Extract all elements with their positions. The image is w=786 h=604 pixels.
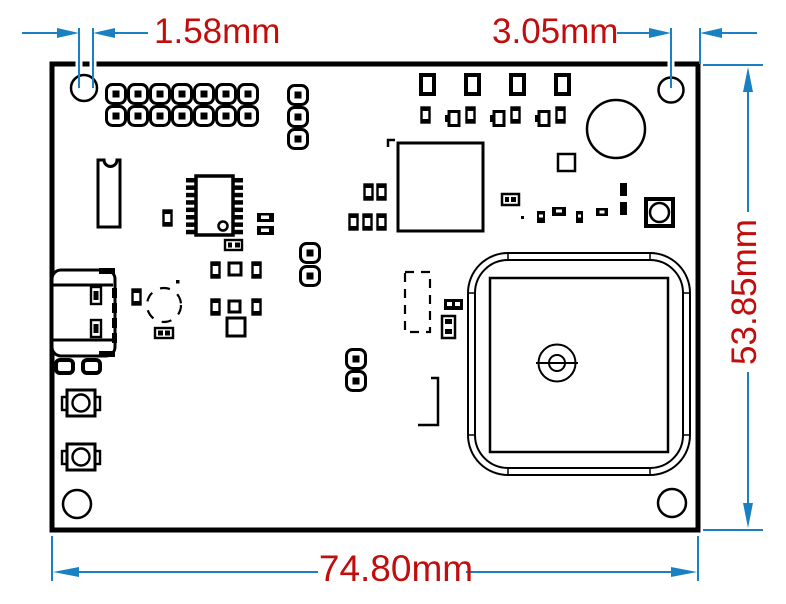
pin-header-1x3 bbox=[287, 84, 309, 150]
dimension-arrowheads bbox=[53, 28, 753, 577]
antenna-matching-parts bbox=[403, 270, 463, 427]
smd-leds bbox=[417, 73, 573, 96]
antenna-patch bbox=[488, 276, 670, 454]
dimension-label-right: 53.85mm bbox=[725, 219, 764, 365]
ceramic-patch-antenna bbox=[467, 252, 691, 476]
buzzer bbox=[585, 98, 647, 160]
sot-89-regulator bbox=[96, 158, 122, 229]
pin-header-1x2-middle bbox=[299, 242, 321, 287]
antenna-feed-pin bbox=[536, 343, 578, 383]
pin-header-2x7 bbox=[105, 83, 259, 127]
tssop-ic bbox=[186, 174, 243, 237]
tactile-button-2 bbox=[60, 442, 102, 472]
mounting-hole-top-left bbox=[69, 73, 99, 103]
dimension-label-top-right: 3.05mm bbox=[492, 12, 619, 51]
mounting-hole-bottom-right bbox=[656, 487, 688, 519]
gps-module-ic bbox=[386, 138, 485, 233]
mounting-holes bbox=[61, 73, 688, 520]
dimension-label-bottom: 74.80mm bbox=[318, 548, 474, 589]
smd-passives-left-of-gps bbox=[347, 182, 388, 232]
smd-passives-right-of-gps bbox=[500, 152, 627, 223]
mounting-hole-bottom-left bbox=[61, 488, 93, 520]
pin-header-1x2-bottom bbox=[345, 348, 367, 392]
smd-passives-top-row bbox=[419, 105, 567, 127]
smd-passive-cluster bbox=[161, 208, 274, 338]
dimension-label-top-left: 1.58mm bbox=[154, 12, 281, 51]
usb-test-pads bbox=[54, 358, 102, 375]
dimension-lines bbox=[22, 28, 763, 581]
smd-push-button bbox=[644, 197, 675, 228]
crystal-courtyard bbox=[130, 280, 183, 340]
tactile-button-1 bbox=[60, 388, 102, 418]
usb-c-connector bbox=[50, 268, 117, 358]
